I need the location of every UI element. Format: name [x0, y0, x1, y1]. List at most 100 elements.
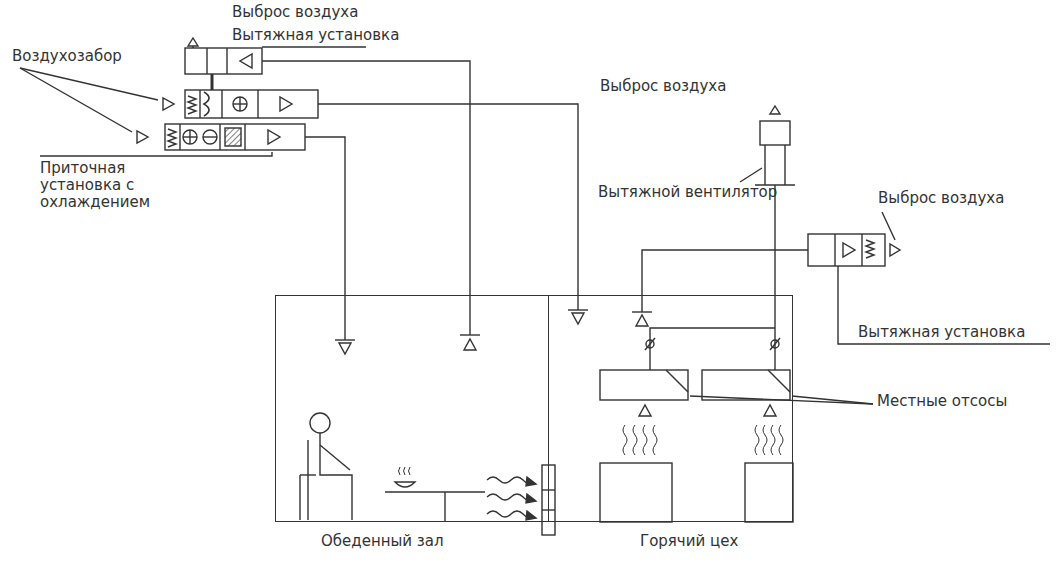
- stove: [600, 425, 793, 522]
- supply-unit-part: [257, 90, 258, 118]
- air-duct: [262, 61, 808, 370]
- callout-label: Выброс воздуха: [600, 78, 726, 95]
- kitchen-hood-part: [764, 405, 776, 416]
- callout-label: Выброс воздуха: [232, 4, 358, 21]
- exhaust-unit-part: [866, 240, 874, 258]
- diner-figure-part: [300, 474, 316, 475]
- air-duct-part: [636, 315, 648, 326]
- air-duct-part: [464, 339, 476, 350]
- exhaust-unit-part: [192, 46, 193, 48]
- air-duct-part: [262, 61, 470, 335]
- air-duct-part: [632, 311, 652, 312]
- exhaust-unit-part: [882, 212, 895, 240]
- exhaust-unit-part: [838, 266, 1050, 344]
- diner-figure-part: [307, 440, 308, 520]
- supply-unit-cooling-part: [244, 124, 245, 150]
- room-box: Обеденный зал: [275, 295, 549, 522]
- exhaust-unit-part: [240, 54, 252, 68]
- callout-label: Вытяжной вентилятор: [598, 184, 777, 201]
- supply-unit-part: [188, 96, 196, 114]
- supply-unit-cooling-part: [168, 129, 176, 147]
- kitchen-hood-part: [792, 396, 873, 404]
- air-duct-part: [770, 338, 780, 350]
- kitchen-hood: [600, 370, 873, 416]
- air-duct-part: [572, 313, 584, 324]
- exhaust-unit-part: [206, 48, 207, 74]
- stove-part: [600, 463, 672, 522]
- exhaust-unit-part: [808, 234, 885, 266]
- exhaust-unit-part: [188, 38, 198, 46]
- diner-figure-part: [320, 445, 350, 470]
- exhaust-fan-part: [770, 106, 780, 114]
- stove-part: [745, 463, 793, 522]
- supply-unit-part: [221, 90, 222, 118]
- exhaust-unit-part: [185, 48, 262, 74]
- exhaust-unit-part: [834, 234, 835, 266]
- supply-unit-cooling-part: [189, 130, 190, 144]
- supply-unit-cooling-part: [165, 124, 305, 150]
- kitchen-hood-part: [702, 370, 790, 400]
- supply-unit-part: [185, 90, 318, 118]
- supply-unit-cooling-part: [219, 124, 220, 150]
- callout-label: Выброс воздуха: [878, 190, 1004, 207]
- diner-figure-part: [310, 413, 330, 433]
- air-duct-part: [318, 104, 578, 310]
- exhaust-fan-part: [760, 121, 790, 145]
- air-duct-part: [650, 328, 775, 370]
- exhaust-unit: [185, 38, 366, 90]
- supply-unit-cooling-part: [179, 124, 180, 150]
- room-box: Горячий цех: [548, 295, 793, 522]
- kitchen-hood-part: [666, 370, 688, 392]
- stove-part: [623, 425, 657, 455]
- room-label: Горячий цех: [640, 533, 738, 550]
- air-duct-part: [335, 339, 355, 340]
- diner-figure-part: [385, 491, 485, 492]
- diner-figure-part: [395, 482, 415, 487]
- supply-unit: [163, 90, 318, 118]
- kitchen-hood-part: [639, 405, 651, 416]
- supply-unit-cooling: [137, 124, 305, 150]
- supply-unit-part: [239, 97, 240, 111]
- exhaust-unit-part: [843, 243, 855, 257]
- callout-label: Приточная установка с охлаждением: [40, 160, 160, 211]
- kitchen-hood-part: [600, 370, 688, 400]
- supply-unit-cooling-part: [268, 130, 280, 144]
- exhaust-unit-part: [262, 46, 366, 47]
- air-duct-part: [460, 334, 480, 335]
- supply-unit-part: [204, 92, 209, 116]
- supply-unit-part: [233, 97, 247, 111]
- supply-unit-part: [280, 97, 292, 111]
- kitchen-hood-part: [768, 370, 790, 392]
- exhaust-unit-part: [226, 48, 227, 74]
- exhaust-fan-part: [740, 168, 762, 182]
- air-duct-part: [305, 137, 345, 340]
- exhaust-fan-part: [784, 145, 785, 185]
- callout-label: Местные отсосы: [877, 393, 1007, 410]
- leader-line-part: [40, 152, 272, 156]
- exhaust-unit-part: [211, 74, 214, 90]
- exhaust-fan-part: [764, 145, 765, 185]
- leader-line: [20, 68, 272, 156]
- air-duct-part: [645, 338, 655, 350]
- air-duct-part: [642, 250, 808, 312]
- air-curtain-part: [526, 477, 536, 486]
- diner-figure-part: [399, 467, 411, 475]
- exhaust-fan: [740, 106, 795, 185]
- air-duct-part: [774, 185, 775, 370]
- callout-label: Воздухозабор: [12, 48, 122, 65]
- air-duct-part: [568, 309, 588, 310]
- kitchen-hood-part: [690, 396, 873, 404]
- air-duct-part: [339, 343, 351, 354]
- air-curtain: [487, 465, 555, 535]
- stove-part: [755, 425, 783, 455]
- diner-figure-part: [444, 492, 445, 522]
- exhaust-unit: [808, 212, 1050, 344]
- supply-unit-part: [163, 98, 174, 110]
- supply-unit-cooling-part: [137, 131, 148, 143]
- supply-unit-cooling-part: [203, 136, 217, 137]
- air-curtain-part: [526, 494, 536, 503]
- exhaust-unit-part: [890, 244, 900, 256]
- callout-label: Вытяжная установка: [232, 27, 399, 44]
- supply-unit-cooling-part: [225, 128, 241, 146]
